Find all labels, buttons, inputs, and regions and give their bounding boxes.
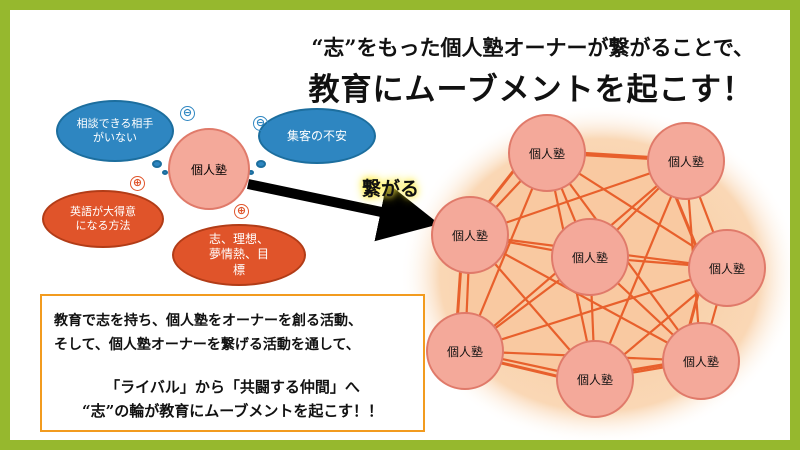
cloud-tail-dot xyxy=(152,160,162,168)
center-juku-label: 個人塾 xyxy=(190,162,227,177)
network-node-label: 個人塾 xyxy=(682,354,719,369)
connect-arrow xyxy=(246,179,440,242)
summary-line2: そして、個人塾オーナーを繋げる活動を通して、 xyxy=(54,337,360,353)
cloud-no-one-to-consult: 相談できる相手がいない xyxy=(56,100,174,162)
minus-icon: ⊖ xyxy=(180,106,195,121)
network-node: 個人塾 xyxy=(688,229,766,307)
center-juku-node: 個人塾 xyxy=(168,128,250,210)
network-node: 個人塾 xyxy=(551,218,629,296)
connect-label: 繋がる xyxy=(362,178,420,200)
summary-line3: 「ライバル」から「共闘する仲間」へ xyxy=(105,378,360,396)
network-node: 個人塾 xyxy=(426,312,504,390)
bubble-aspirations-text: 志、理想、夢情熱、目標 xyxy=(208,231,269,277)
network-node-label: 個人塾 xyxy=(576,372,613,387)
network-node: 個人塾 xyxy=(431,196,509,274)
bubble-english-method: 英語が大得意になる方法 xyxy=(42,190,164,248)
cloud-customer-anxiety-text: 集客の不安 xyxy=(286,128,347,143)
cloud-tail-dot xyxy=(256,160,266,168)
bubble-aspirations: 志、理想、夢情熱、目標 xyxy=(172,224,306,286)
network-node: 個人塾 xyxy=(662,322,740,400)
cloud-no-one-to-consult-text: 相談できる相手がいない xyxy=(76,117,154,144)
cloud-customer-anxiety: 集客の不安 xyxy=(258,108,376,164)
plus-icon: ⊕ xyxy=(234,204,249,219)
network-node: 個人塾 xyxy=(556,340,634,418)
network-node-label: 個人塾 xyxy=(446,344,483,359)
network-node-label: 個人塾 xyxy=(667,154,704,169)
network-node-label: 個人塾 xyxy=(451,228,488,243)
summary-line1: 教育で志を持ち、個人塾をオーナーを創る活動、 xyxy=(54,313,362,329)
summary-box: 教育で志を持ち、個人塾をオーナーを創る活動、 そして、個人塾オーナーを繋げる活動… xyxy=(40,294,425,432)
plus-icon: ⊕ xyxy=(130,176,145,191)
slide: “志”をもった個人塾オーナーが繋がることで、 教育にムーブメントを起こす！ 相談… xyxy=(10,10,790,440)
headline-line2: 教育にムーブメントを起こす！ xyxy=(308,72,754,108)
headline-line1: “志”をもった個人塾オーナーが繋がることで、 xyxy=(311,35,754,60)
bubble-english-method-text: 英語が大得意になる方法 xyxy=(70,204,136,232)
network-link xyxy=(469,234,702,362)
network-node-label: 個人塾 xyxy=(528,146,565,161)
minus-icon: ⊖ xyxy=(253,116,268,131)
network-node-label: 個人塾 xyxy=(571,250,608,265)
cloud-tail-dot xyxy=(162,170,168,175)
network-link xyxy=(464,266,728,353)
network-node-label: 個人塾 xyxy=(708,261,745,276)
summary-line4: “志”の輪が教育にムーブメントを起こす！！ xyxy=(81,402,384,420)
network-node: 個人塾 xyxy=(508,114,586,192)
network-node: 個人塾 xyxy=(647,122,725,200)
